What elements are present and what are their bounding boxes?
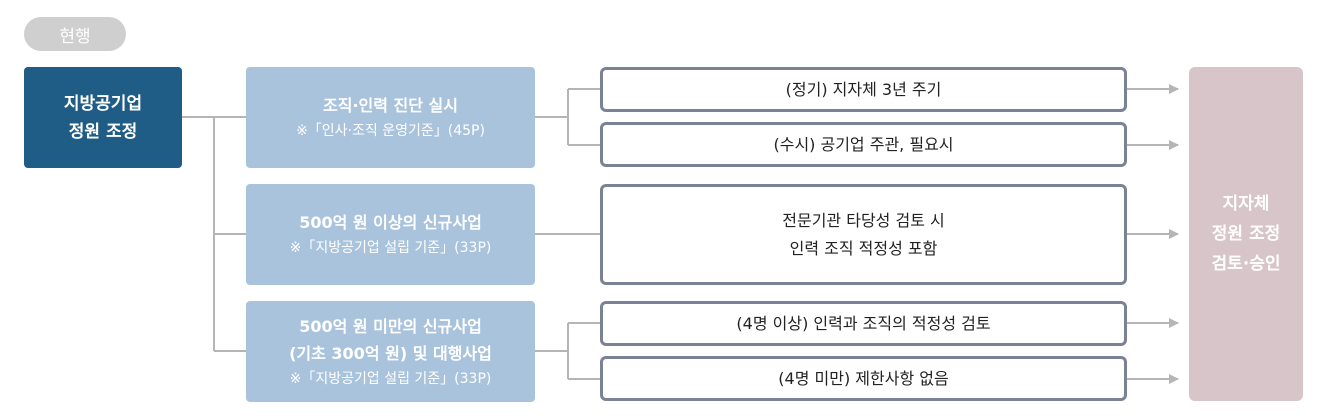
outcome-box-4: (4명 이상) 인력과 조직의 적정성 검토 (600, 301, 1127, 346)
outcome-box-5: (4명 미만) 제한사항 없음 (600, 356, 1127, 401)
outcome-3-line-2: 인력 조직 적정성 포함 (789, 238, 938, 258)
category-1-reference: ※「인사·조직 운영기준」(45P) (296, 123, 485, 139)
final-line-1: 지자체 (1222, 194, 1270, 214)
category-1-title: 조직·인력 진단 실시 (323, 96, 458, 115)
outcome-box-2: (수시) 공기업 주관, 필요시 (600, 122, 1127, 167)
outcome-box-1: (정기) 지자체 3년 주기 (600, 67, 1127, 112)
final-line-3: 검토·승인 (1211, 254, 1281, 274)
status-tag-label: 현행 (59, 26, 91, 47)
category-2-reference: ※「지방공기업 설립 기준」(33P) (289, 240, 492, 256)
root-node: 지방공기업 정원 조정 (24, 67, 182, 168)
category-box-2: 500억 원 이상의 신규사업 ※「지방공기업 설립 기준」(33P) (246, 184, 535, 285)
category-3-title: 500억 원 미만의 신규사업 (299, 316, 482, 336)
final-approval-node: 지자체 정원 조정 검토·승인 (1189, 67, 1303, 401)
root-line-2: 정원 조정 (68, 121, 138, 142)
status-tag: 현행 (24, 17, 126, 51)
category-3-reference: ※「지방공기업 설립 기준」(33P) (289, 370, 492, 387)
final-line-2: 정원 조정 (1211, 224, 1281, 244)
category-2-title: 500억 원 이상의 신규사업 (299, 213, 482, 232)
category-3-title-line-2: (기초 300억 원) 및 대행사업 (289, 343, 492, 363)
outcome-2-text: (수시) 공기업 주관, 필요시 (773, 134, 954, 154)
outcome-1-text: (정기) 지자체 3년 주기 (785, 79, 942, 99)
outcome-box-3: 전문기관 타당성 검토 시 인력 조직 적정성 포함 (600, 184, 1127, 285)
outcome-5-text: (4명 미만) 제한사항 없음 (778, 368, 949, 388)
outcome-4-text: (4명 이상) 인력과 조직의 적정성 검토 (736, 313, 991, 333)
category-box-3: 500억 원 미만의 신규사업 (기초 300억 원) 및 대행사업 ※「지방공… (246, 301, 535, 402)
outcome-3-line-1: 전문기관 타당성 검토 시 (782, 210, 945, 230)
root-line-1: 지방공기업 (63, 93, 143, 114)
category-box-1: 조직·인력 진단 실시 ※「인사·조직 운영기준」(45P) (246, 67, 535, 168)
